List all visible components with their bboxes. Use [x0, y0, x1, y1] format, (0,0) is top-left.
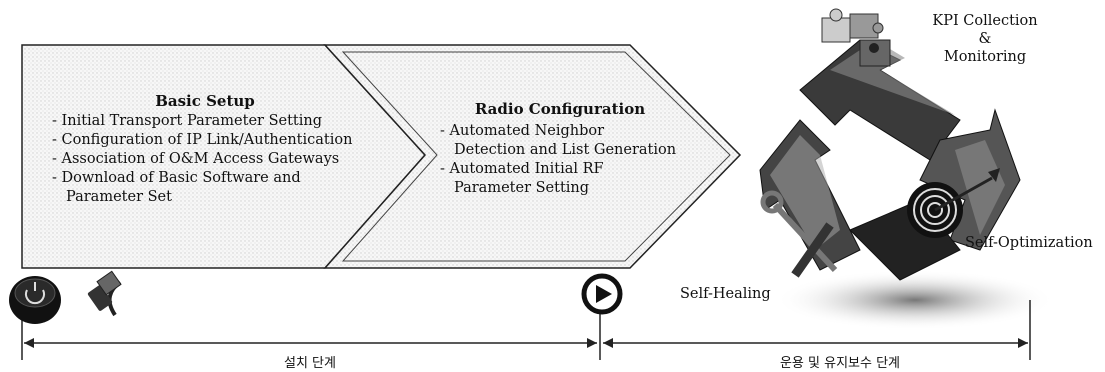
- list-item: Detection and List Generation: [454, 142, 677, 158]
- list-item: - Association of O&M Access Gateways: [52, 151, 340, 167]
- radio-config-bullets: - Automated Neighbor Detection and List …: [440, 122, 676, 198]
- timeline: [21, 300, 1031, 360]
- list-item: Parameter Set: [66, 189, 172, 205]
- list-item: - Download of Basic Software and: [52, 170, 301, 186]
- list-item: - Configuration of IP Link/Authenticatio…: [52, 132, 353, 148]
- play-button-icon: [581, 273, 623, 315]
- self-healing-label: Self-Healing: [680, 286, 771, 302]
- list-item: - Automated Initial RF: [440, 161, 604, 177]
- power-button-icon: [9, 276, 61, 324]
- recycle-cycle-graphic: [759, 39, 1055, 330]
- operation-phase-label: 운용 및 유지보수 단계: [779, 356, 901, 371]
- radio-config-chevron: [323, 44, 742, 269]
- kpi-label-line2: Monitoring: [943, 49, 1027, 65]
- basic-setup-bullets: - Initial Transport Parameter Setting - …: [52, 112, 352, 207]
- network-cable-icon: [87, 270, 122, 317]
- kpi-label-line1: KPI Collection &: [932, 13, 1038, 47]
- self-optimization-label: Self-Optimization: [965, 235, 1093, 251]
- radio-config-title: Radio Configuration: [474, 100, 646, 118]
- list-item: - Initial Transport Parameter Setting: [52, 113, 323, 129]
- kpi-label: KPI Collection & Monitoring: [925, 12, 1045, 66]
- wrench-icon: [760, 190, 838, 278]
- install-phase-label: 설치 단계: [284, 356, 336, 371]
- puzzle-icon: [821, 8, 891, 67]
- list-item: - Automated Neighbor: [440, 123, 605, 139]
- basic-setup-title: Basic Setup: [155, 92, 255, 110]
- target-icon: [907, 168, 1000, 238]
- list-item: Parameter Setting: [454, 180, 590, 196]
